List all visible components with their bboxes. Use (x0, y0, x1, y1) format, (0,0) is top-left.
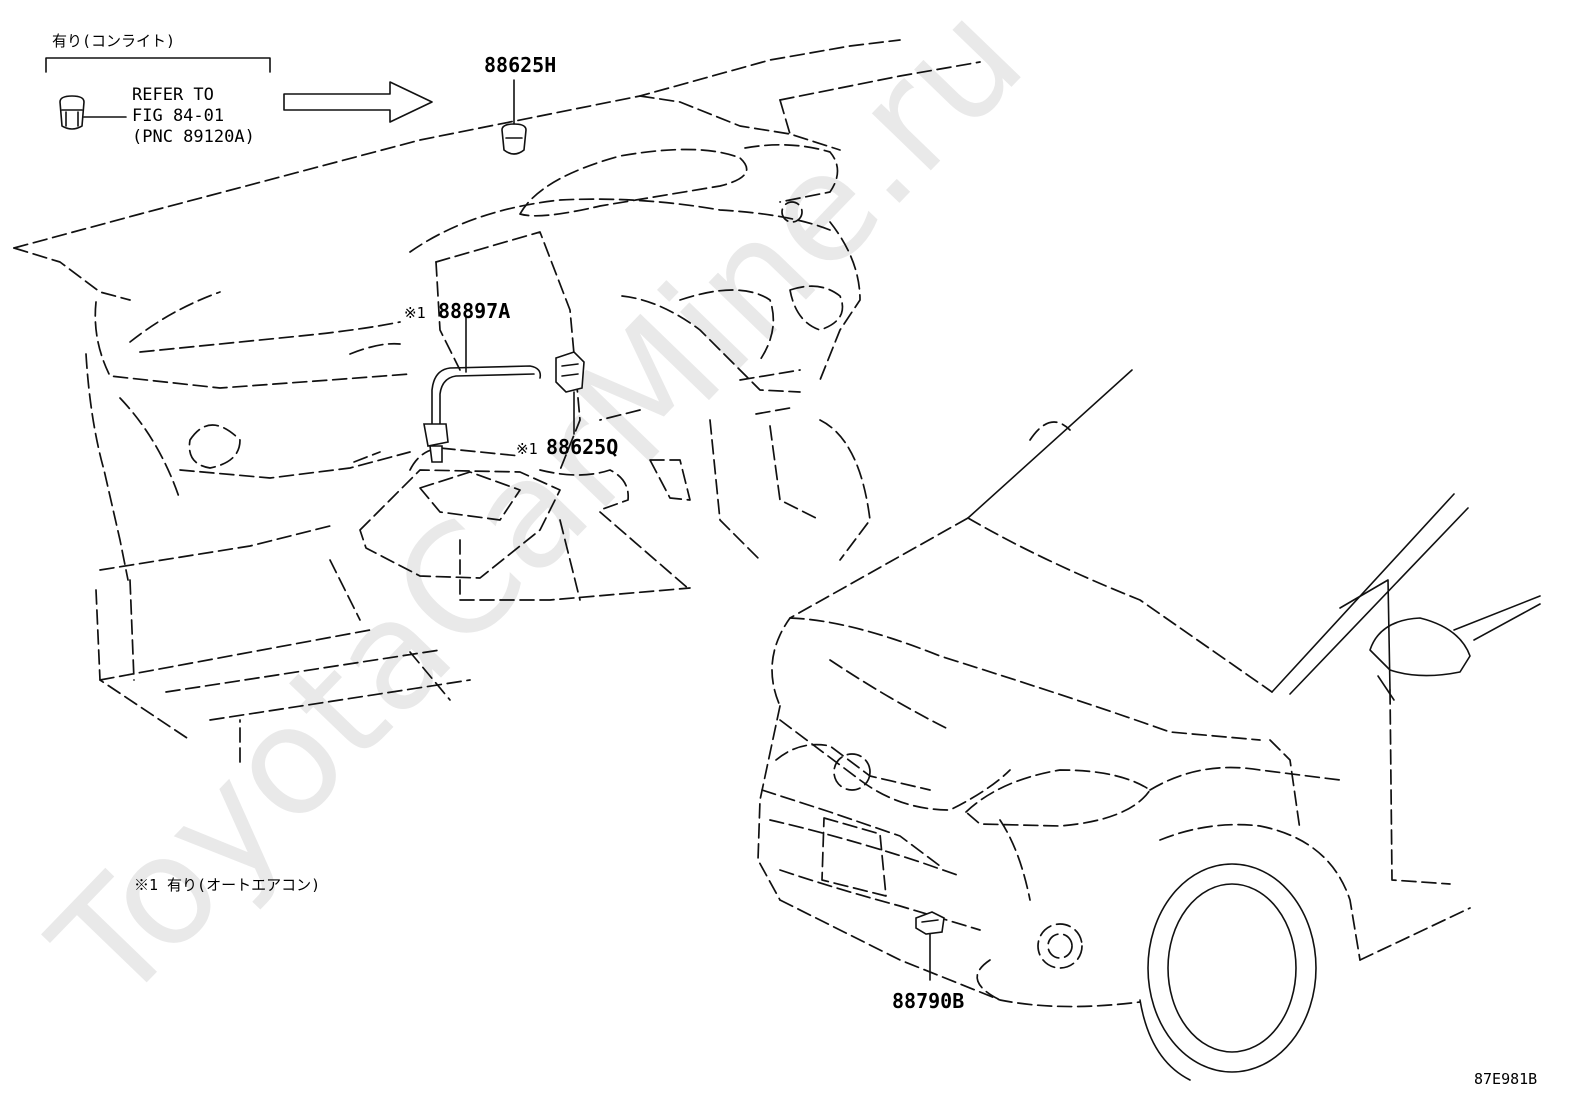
arrow-icon (283, 81, 433, 123)
bracket-line (45, 57, 271, 73)
light-sensor-icon (59, 95, 85, 130)
label-88625Q: 88625Q (546, 435, 618, 459)
legend-light-sensor: 有り(コンライト) REFER TO FIG 84-01 (PNC 89120A… (45, 32, 433, 147)
dashboard-drawing (13, 39, 1071, 763)
hose-88897A-icon (423, 365, 542, 463)
sensor-88625Q-icon (555, 351, 585, 393)
part-88790B-icon (915, 911, 945, 935)
refer-line-2: FIG 84-01 (132, 106, 224, 126)
label-88625H: 88625H (484, 53, 556, 77)
footnote: ※1 有り(オートエアコン) (134, 876, 320, 894)
figure-id: 87E981B (1474, 1070, 1537, 1088)
bracket-label: 有り(コンライト) (52, 32, 175, 50)
mark-88897A: ※1 (404, 304, 426, 322)
label-88897A: 88897A (438, 299, 510, 323)
mark-88625Q: ※1 (516, 440, 538, 458)
refer-line-3: (PNC 89120A) (132, 127, 255, 147)
refer-line-1: REFER TO (132, 85, 214, 105)
label-88790B: 88790B (892, 989, 964, 1013)
sensor-88625H-icon (501, 123, 527, 155)
car-exterior-drawing (757, 369, 1541, 1081)
